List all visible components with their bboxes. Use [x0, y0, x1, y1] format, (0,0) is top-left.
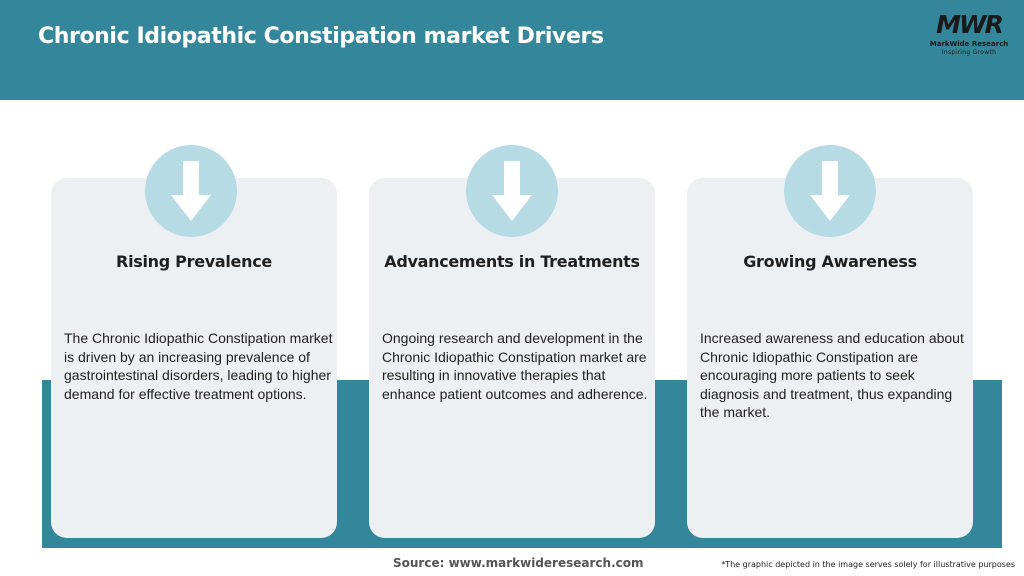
source-credit: Source: www.markwideresearch.com	[393, 556, 644, 570]
card-description: Ongoing research and development in the …	[382, 330, 648, 402]
card-body: Advancements in Treatments Ongoing resea…	[369, 178, 655, 538]
card-title: Rising Prevalence	[116, 252, 272, 271]
card-body: Rising Prevalence The Chronic Idiopathic…	[51, 178, 337, 538]
markwide-logo: MWR MarkWide Research Inspiring Growth	[924, 10, 1014, 60]
card-body: Growing Awareness Increased awareness an…	[687, 178, 973, 538]
logo-mark: MWR	[936, 10, 1004, 39]
arrow-down-icon	[466, 145, 558, 237]
card-title: Growing Awareness	[743, 252, 917, 271]
card-title: Advancements in Treatments	[384, 252, 640, 271]
card-description: The Chronic Idiopathic Constipation mark…	[64, 330, 333, 402]
disclaimer-note: *The graphic depicted in the image serve…	[721, 560, 1015, 569]
page-title: Chronic Idiopathic Constipation market D…	[38, 24, 604, 49]
arrow-down-icon	[784, 145, 876, 237]
card-description: Increased awareness and education about …	[700, 330, 964, 420]
driver-card-advancements: Advancements in Treatments Ongoing resea…	[360, 178, 684, 548]
driver-card-rising-prevalence: Rising Prevalence The Chronic Idiopathic…	[42, 178, 366, 548]
arrow-down-icon	[145, 145, 237, 237]
driver-card-awareness: Growing Awareness Increased awareness an…	[678, 178, 1002, 548]
logo-name: MarkWide Research	[929, 40, 1009, 48]
logo-tagline: Inspiring Growth	[941, 49, 997, 56]
header-banner: Chronic Idiopathic Constipation market D…	[0, 0, 1024, 100]
